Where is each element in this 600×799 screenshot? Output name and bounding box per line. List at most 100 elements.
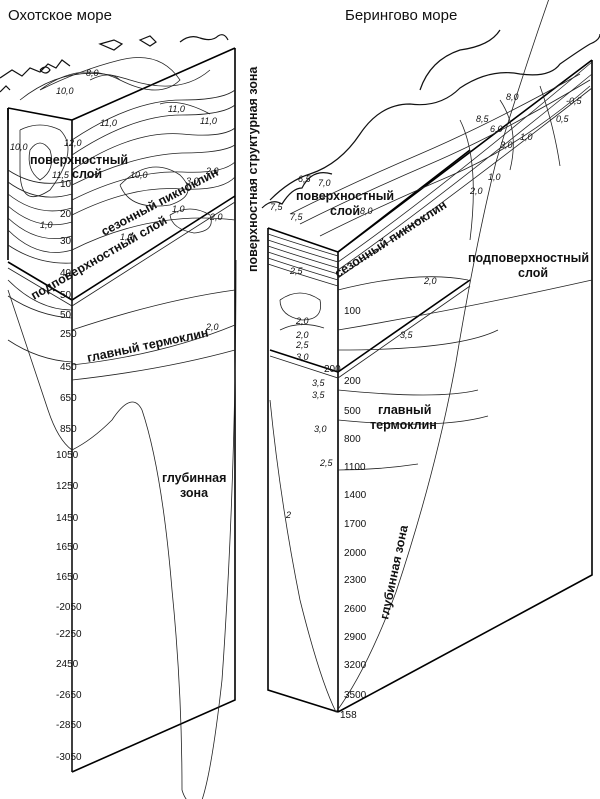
isoline-value: 3,0 xyxy=(314,424,327,434)
structural-zone-label: поверхностная структурная зона xyxy=(246,66,260,272)
isoline-value: 3,0 xyxy=(500,140,513,150)
isoline-value: 7,5 xyxy=(270,202,284,212)
left-depth-label: 40 xyxy=(60,268,72,279)
isoline-value: 2 xyxy=(285,510,291,520)
left-island-1 xyxy=(39,66,51,74)
left-depth-label: 1050 xyxy=(56,450,79,461)
left-depth-label: 50 xyxy=(60,290,72,301)
isoline-value: 2,5 xyxy=(289,266,304,276)
left-depth-label: 10 xyxy=(60,179,72,190)
isoline-value: 1,0 xyxy=(172,204,185,214)
isoline-value: 1,0 xyxy=(120,232,133,242)
left-depth-axis: 10 20 30 40 50 50 250 450 650 850 1050 1… xyxy=(56,179,82,763)
left-depth-label: -2250 xyxy=(56,629,82,640)
isoline-value: 2,5 xyxy=(319,458,334,468)
right-layer-boundary-1 xyxy=(269,279,471,373)
right-deep-zone-label: глубинная зона xyxy=(377,523,411,621)
isoline-value: 8,0 xyxy=(360,206,373,216)
left-depth-label: -3050 xyxy=(56,752,82,763)
left-depth-label: -2850 xyxy=(56,720,82,731)
left-depth-label: 1650 xyxy=(56,542,79,553)
isoline-value: 2,0 xyxy=(205,322,219,332)
left-depth-label: 2450 xyxy=(56,659,79,670)
isoline-value: 1,0 xyxy=(488,172,501,182)
isoline-value: 3,0 xyxy=(296,352,309,362)
left-deep-zone-label: зона xyxy=(180,486,209,500)
right-depth-label: 500 xyxy=(344,406,361,417)
right-subsurface-label: подповерхностный xyxy=(468,251,589,265)
isoline-value: 11,0 xyxy=(200,116,217,126)
left-coast-top xyxy=(179,34,229,43)
isoline-value: 10,0 xyxy=(130,170,148,180)
left-depth-label: 450 xyxy=(60,362,77,373)
left-depth-label: 30 xyxy=(60,236,72,247)
isoline-value: 2,5 xyxy=(295,340,310,350)
right-surface-layer-label: слой xyxy=(330,204,360,218)
right-depth-label: 200 xyxy=(344,376,361,387)
isoline-value: 10,0 xyxy=(10,142,28,152)
left-isoline-values: 8,0 10,0 11,0 12,0 11,5 10,0 11,0 11,0 1… xyxy=(10,68,223,332)
isoline-value: 2,0 xyxy=(469,186,483,196)
left-top-contour-1 xyxy=(39,57,181,91)
isoline-value: 11,0 xyxy=(168,104,185,114)
left-coastline xyxy=(0,59,71,79)
left-depth-label: 1650 xyxy=(56,572,79,583)
right-depth-label: 3200 xyxy=(344,660,367,671)
left-corner-mark xyxy=(0,85,11,93)
right-depth-label: 1400 xyxy=(344,490,367,501)
isoline-value: 11,5 xyxy=(52,170,70,180)
isoline-value: 2,0 xyxy=(295,330,309,340)
left-depth-label: 1250 xyxy=(56,481,79,492)
right-depth-label: 158 xyxy=(340,710,357,721)
left-deep-zone-envelope xyxy=(7,259,237,799)
right-depth-label: 2300 xyxy=(344,575,367,586)
isoline-value: 6,5 xyxy=(298,174,312,184)
isoline-value: 2,0 xyxy=(423,276,437,286)
isoline-value: 10,0 xyxy=(56,86,74,96)
left-deep-zone-label: глубинная xyxy=(162,471,226,485)
right-subsurface-label: слой xyxy=(518,266,548,280)
left-depth-label: -2050 xyxy=(56,602,82,613)
isoline-value: 3,5 xyxy=(400,330,414,340)
right-thermocline-label: термоклин xyxy=(370,418,437,432)
right-surface-layer-label: поверхностный xyxy=(296,189,394,203)
right-deep-zone-envelope xyxy=(269,0,549,713)
isoline-value: 11,0 xyxy=(100,118,117,128)
isoline-value: 2,0 xyxy=(295,316,309,326)
left-block: 10 20 30 40 50 50 250 450 650 850 1050 1… xyxy=(0,34,260,799)
left-depth-label: 1450 xyxy=(56,513,79,524)
isoline-value: 0,5 xyxy=(556,114,570,124)
left-depth-label: -2650 xyxy=(56,690,82,701)
left-thermocline-label: главный термоклин xyxy=(86,326,210,365)
right-depth-label: 800 xyxy=(344,434,361,445)
right-coastline xyxy=(269,33,600,201)
left-surface-layer-label: поверхностный xyxy=(30,153,128,167)
left-depth-label: 650 xyxy=(60,393,77,404)
right-depth-label: 2600 xyxy=(344,604,367,615)
right-depth-label: 100 xyxy=(344,306,361,317)
isoline-value: 7,0 xyxy=(318,178,331,188)
right-depth-label: 3500 xyxy=(344,690,367,701)
left-depth-label: 850 xyxy=(60,424,77,435)
left-front-contour-1 xyxy=(19,124,69,197)
isoline-value: 8,0 xyxy=(86,68,99,78)
right-depth-label: 1700 xyxy=(344,519,367,530)
isoline-value: 8,5 xyxy=(476,114,490,124)
isoline-value: 1,0 xyxy=(40,220,53,230)
isoline-value: 2,0 xyxy=(205,166,219,176)
right-depth-axis: 100 200 200 500 800 1100 1400 1700 2000 … xyxy=(324,306,367,721)
left-depth-label: 50 xyxy=(60,310,72,321)
isoline-value: 6,0 xyxy=(490,124,503,134)
left-island-3 xyxy=(138,35,157,47)
isoline-value: -0,5 xyxy=(566,96,583,106)
isoline-value: 3,0 xyxy=(186,176,199,186)
left-depth-label: 250 xyxy=(60,329,77,340)
isoline-value: 1,0 xyxy=(520,132,533,142)
isoline-value: 7,5 xyxy=(290,212,304,222)
right-depth-label: 2900 xyxy=(344,632,367,643)
left-surface-layer-label: слой xyxy=(72,167,102,181)
right-block-title: Берингово море xyxy=(345,7,457,24)
isoline-value: 2,0 xyxy=(209,212,223,222)
left-depth-label: 20 xyxy=(60,209,72,220)
